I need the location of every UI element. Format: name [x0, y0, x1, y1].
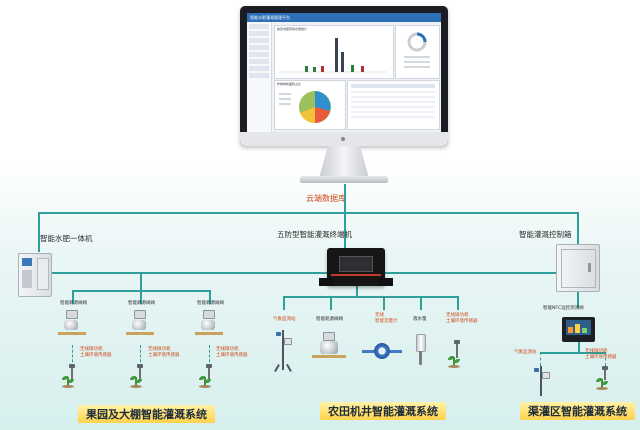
smart-irrigation-terminal [319, 248, 393, 286]
water-level-sensor-icon [416, 334, 426, 352]
canal-hmi-panel [562, 317, 595, 342]
orchard-valve-label-3: 智能耗源阀阀 [197, 301, 224, 306]
orchard-valve-label-1: 智能耗源阀阀 [60, 301, 87, 306]
plant-icon [62, 374, 74, 388]
orchard-soil-sensor-1 [69, 364, 75, 368]
plant-icon [596, 376, 608, 390]
screen-header: 智能水肥灌溉管理平台 [247, 13, 441, 22]
monitor: 智能水肥灌溉管理平台 各区域灌溉用水量统计 [240, 6, 448, 146]
farmland-system-title: 农田机井智能灌溉系统 [320, 402, 446, 420]
terminal-label: 五防型智能灌溉终端机 [277, 230, 352, 239]
screen-sidebar [247, 22, 272, 132]
field-water-level-label: 液水量 [413, 317, 427, 322]
screen-pie-caption: 作物种植面积占比 [277, 82, 302, 86]
orchard-soil-sensor-2 [137, 364, 143, 368]
orchard-system-title: 果园及大棚智能灌溉系统 [78, 405, 215, 423]
canal-weather-label: 气象监测站 [514, 350, 537, 355]
orchard-valve-3 [201, 320, 215, 330]
monitor-stand [319, 146, 369, 178]
orchard-sensor-label-3: 无线微功耗 土壤环境传感器 [216, 347, 248, 358]
plant-icon [199, 374, 211, 388]
field-weather-label: 气象监测站 [273, 317, 296, 322]
screen-gauge-panel [395, 25, 440, 79]
flow-meter-icon [374, 343, 390, 359]
orchard-valve-1 [64, 320, 78, 330]
water-fert-unit [18, 253, 52, 297]
irrigation-control-box [556, 244, 600, 292]
monitor-screen: 智能水肥灌溉管理平台 各区域灌溉用水量统计 [247, 13, 441, 132]
field-soil-sensor [454, 340, 460, 344]
control-box-label: 智能灌溉控制箱 [519, 230, 572, 239]
orchard-valve-label-2: 智能耗源阀阀 [128, 301, 155, 306]
screen-pie-chart [279, 91, 331, 124]
canal-hmi-label: 智能NFC远控测流阀 [543, 306, 584, 311]
bus-line [38, 212, 578, 214]
cloud-database-label: 云端数据库 [306, 194, 346, 203]
screen-bar-caption: 各区域灌溉用水量统计 [277, 27, 308, 31]
orchard-valve-2 [132, 320, 146, 330]
field-soil-label: 无线微功耗 土壤环境传感器 [446, 313, 478, 324]
trunk-line [344, 184, 346, 213]
monitor-base [300, 176, 388, 183]
orchard-sensor-label-2: 无线微功耗 土壤环境传感器 [148, 347, 180, 358]
canal-soil-sensor [602, 366, 608, 370]
field-valve [320, 341, 338, 354]
field-valve-label: 智能耗源阀阀 [316, 317, 343, 322]
orchard-sensor-label-1: 无线微功耗 土壤环境传感器 [80, 347, 112, 358]
screen-bar-chart [279, 38, 387, 73]
plant-icon [448, 354, 460, 368]
screen-pie-panel: 作物种植面积占比 [274, 80, 346, 130]
plant-icon [130, 374, 142, 388]
water-fert-unit-label: 智能水肥一体机 [40, 234, 93, 243]
canal-soil-label: 无线微功耗 土壤环境传感器 [585, 349, 617, 360]
field-flowmeter-label: 无线 智能流量计 [375, 313, 398, 324]
screen-table-panel [347, 80, 440, 130]
screen-bar-panel: 各区域灌溉用水量统计 [274, 25, 394, 79]
canal-system-title: 渠灌区智能灌溉系统 [520, 402, 635, 420]
orchard-soil-sensor-3 [206, 364, 212, 368]
